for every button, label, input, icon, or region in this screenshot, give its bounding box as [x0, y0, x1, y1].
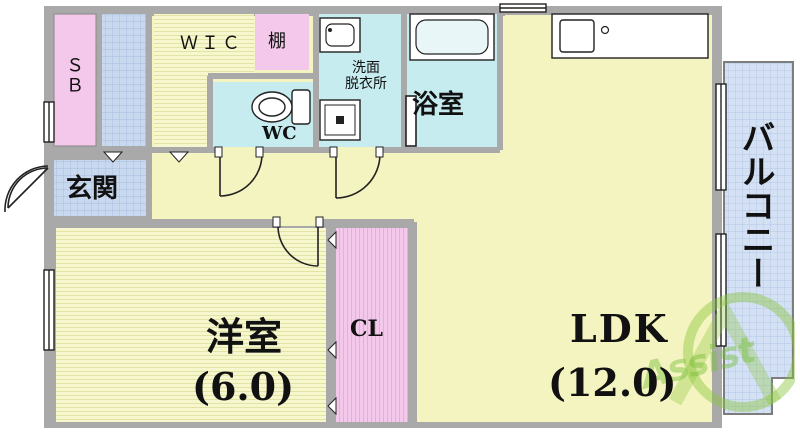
- balcony-label: バルコニー: [735, 120, 775, 290]
- windows: [43, 3, 727, 351]
- shelf-label: 棚: [268, 31, 286, 52]
- western-room-floor: [56, 228, 326, 422]
- bathtub-icon: [409, 13, 495, 61]
- door-openings: [218, 147, 380, 226]
- entrance-tile: [102, 14, 148, 146]
- closet-label: CL: [350, 316, 383, 342]
- western-room-size: (6.0): [192, 364, 295, 409]
- washroom-label: 洗面 脱衣所: [336, 60, 396, 92]
- wash-basin-icon: [319, 17, 361, 53]
- ldk-size: (12.0): [548, 360, 677, 405]
- closet-floor: [336, 228, 408, 422]
- wic-label: ＷＩＣ: [180, 33, 243, 54]
- wc-label: WC: [262, 123, 297, 144]
- western-room-label: 洋室: [206, 314, 283, 359]
- sb-storage: [53, 13, 97, 147]
- inner-walls: [47, 10, 503, 428]
- assist-logo-icon: [668, 292, 795, 412]
- entrance-area: [54, 160, 146, 216]
- toilet-icon: [251, 89, 311, 125]
- washroom-label-line1: 洗面: [352, 60, 380, 76]
- doors: [4, 95, 417, 267]
- washing-machine-pan-icon: [319, 99, 361, 141]
- entrance-label: 玄関: [66, 174, 119, 204]
- shelf-area: [255, 14, 309, 70]
- corridor-floor: [152, 152, 414, 222]
- ldk-label: LDK: [570, 306, 669, 351]
- balcony: [723, 61, 794, 415]
- wic-floor: [154, 14, 254, 76]
- door-markers: [102, 146, 384, 416]
- front-door: [7, 167, 49, 209]
- wic-lower: [154, 76, 208, 150]
- sb-label: ＳＢ: [63, 56, 84, 96]
- washroom-label-line2: 脱衣所: [345, 76, 387, 93]
- bath-label: 浴室: [412, 90, 465, 120]
- kitchen-counter: [551, 13, 709, 59]
